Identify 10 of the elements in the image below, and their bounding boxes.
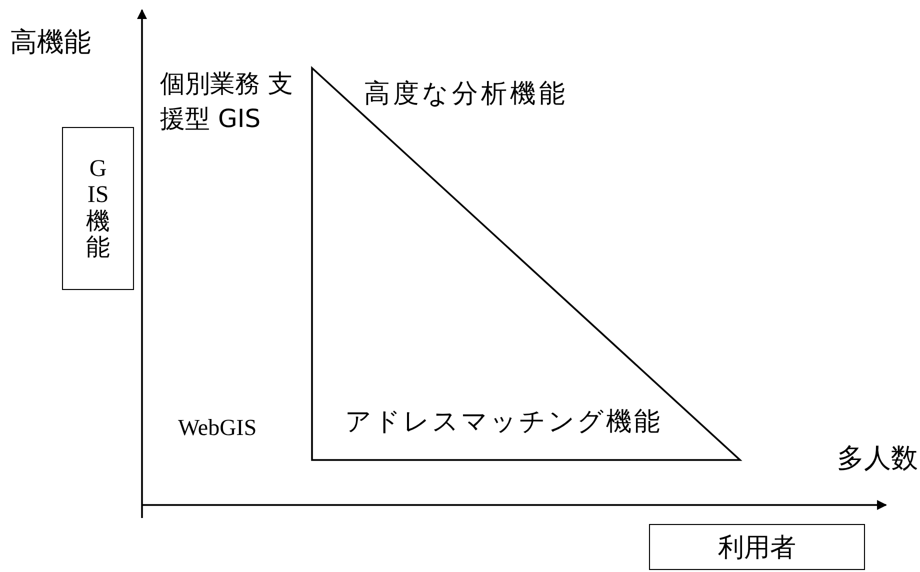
box-label: 利用者 xyxy=(718,532,796,564)
triangle-label: 高度な分析機能 xyxy=(364,78,568,111)
label-box xyxy=(649,524,865,570)
axis-label: 高機能 xyxy=(10,26,91,60)
axis-label: 多人数 xyxy=(837,442,918,476)
axis-label: 個別業務 支援型 GIS xyxy=(160,68,294,135)
axis-label: WebGIS xyxy=(178,414,257,442)
triangle-label: アドレスマッチング機能 xyxy=(345,406,662,439)
vertical-label: GIS 機能 xyxy=(86,156,110,262)
label-box xyxy=(62,127,134,290)
